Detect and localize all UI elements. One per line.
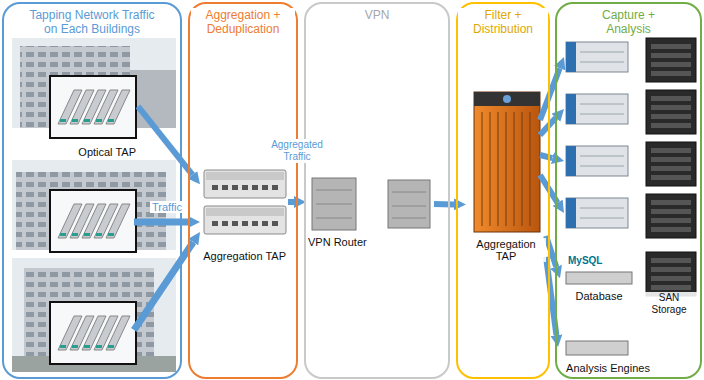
device-node: Optical TAP [48,72,138,158]
stage-band: Capture + AnalysisDatabase SAN StorageAna… [555,2,702,379]
optical-tap-icon [50,190,136,252]
logo-text: MySQL [566,255,604,267]
storage-icon [646,90,696,134]
optical-tap-icon [50,302,136,364]
storage-icon [646,38,696,82]
aggregation-device [204,170,286,198]
stage-band: VPN VPN Router [304,2,450,379]
stage-band: Filter + DistributionAggregation TAP [456,2,550,379]
stage-heading: VPN [363,8,392,22]
analysis-device [566,341,628,355]
device-node: Aggregation TAP [200,166,288,262]
storage-icon [646,194,696,238]
device-label: Database [573,290,624,302]
traffic-arrow [540,118,556,135]
traffic-arrow [134,68,560,330]
database-device [566,272,632,284]
stage-band: Tapping Network Traffic on Each Building… [2,2,182,379]
optical-tap-icon [50,76,136,138]
tap-chassis [503,95,511,103]
stage-band: Aggregation + DeduplicationAggregation T… [188,2,298,379]
server-icon [566,146,628,176]
tap-chassis [474,92,540,106]
device-label: SAN Storage [638,292,700,316]
building-photo [12,258,176,372]
server-icon [566,42,628,72]
router-icon [316,204,352,205]
router-icon [316,218,352,219]
stage-heading: Capture + Analysis [587,8,671,36]
server-icon [566,94,628,124]
device-label: Aggregation TAP [201,250,288,262]
flow-arrow [434,201,454,207]
device-label: Optical TAP [76,146,138,158]
device-label: Analysis Engines [564,362,652,374]
device-node: Analysis Engines [558,336,658,374]
edge-label: Aggregated Traffic [269,139,325,163]
traffic-arrow [134,242,193,330]
device-node: VPN Router [306,176,434,248]
stage-heading: Aggregation + Deduplication [191,8,295,36]
device-label: Aggregation TAP [466,238,546,262]
traffic-arrow [540,155,552,158]
stage-heading: Tapping Network Traffic on Each Building… [20,8,164,36]
flow-arrow [288,199,294,205]
building-photo [12,258,176,372]
router-icon [392,206,426,207]
router-icon [316,190,352,191]
arrow-label: Traffic [150,201,184,213]
router-icon [392,218,426,219]
server-icon [566,198,628,228]
router-icon [312,178,356,230]
device-node: Aggregation TAP [466,88,546,262]
router-icon [388,180,430,228]
router-icon [388,180,430,228]
router-icon [392,192,426,193]
tap-chassis [482,112,530,226]
tap-chassis [474,92,540,232]
flow-arrow [138,106,193,174]
stage-heading: Filter + Distribution [458,8,548,36]
aggregation-device [204,206,286,234]
device-label: VPN Router [306,236,369,248]
device-node: SAN Storage [638,248,700,316]
device-node: Database [560,268,638,302]
router-icon [312,178,356,230]
tap-chassis [474,92,540,232]
traffic-arrow [134,219,188,226]
storage-icon [646,142,696,186]
storage-icon [646,252,696,296]
